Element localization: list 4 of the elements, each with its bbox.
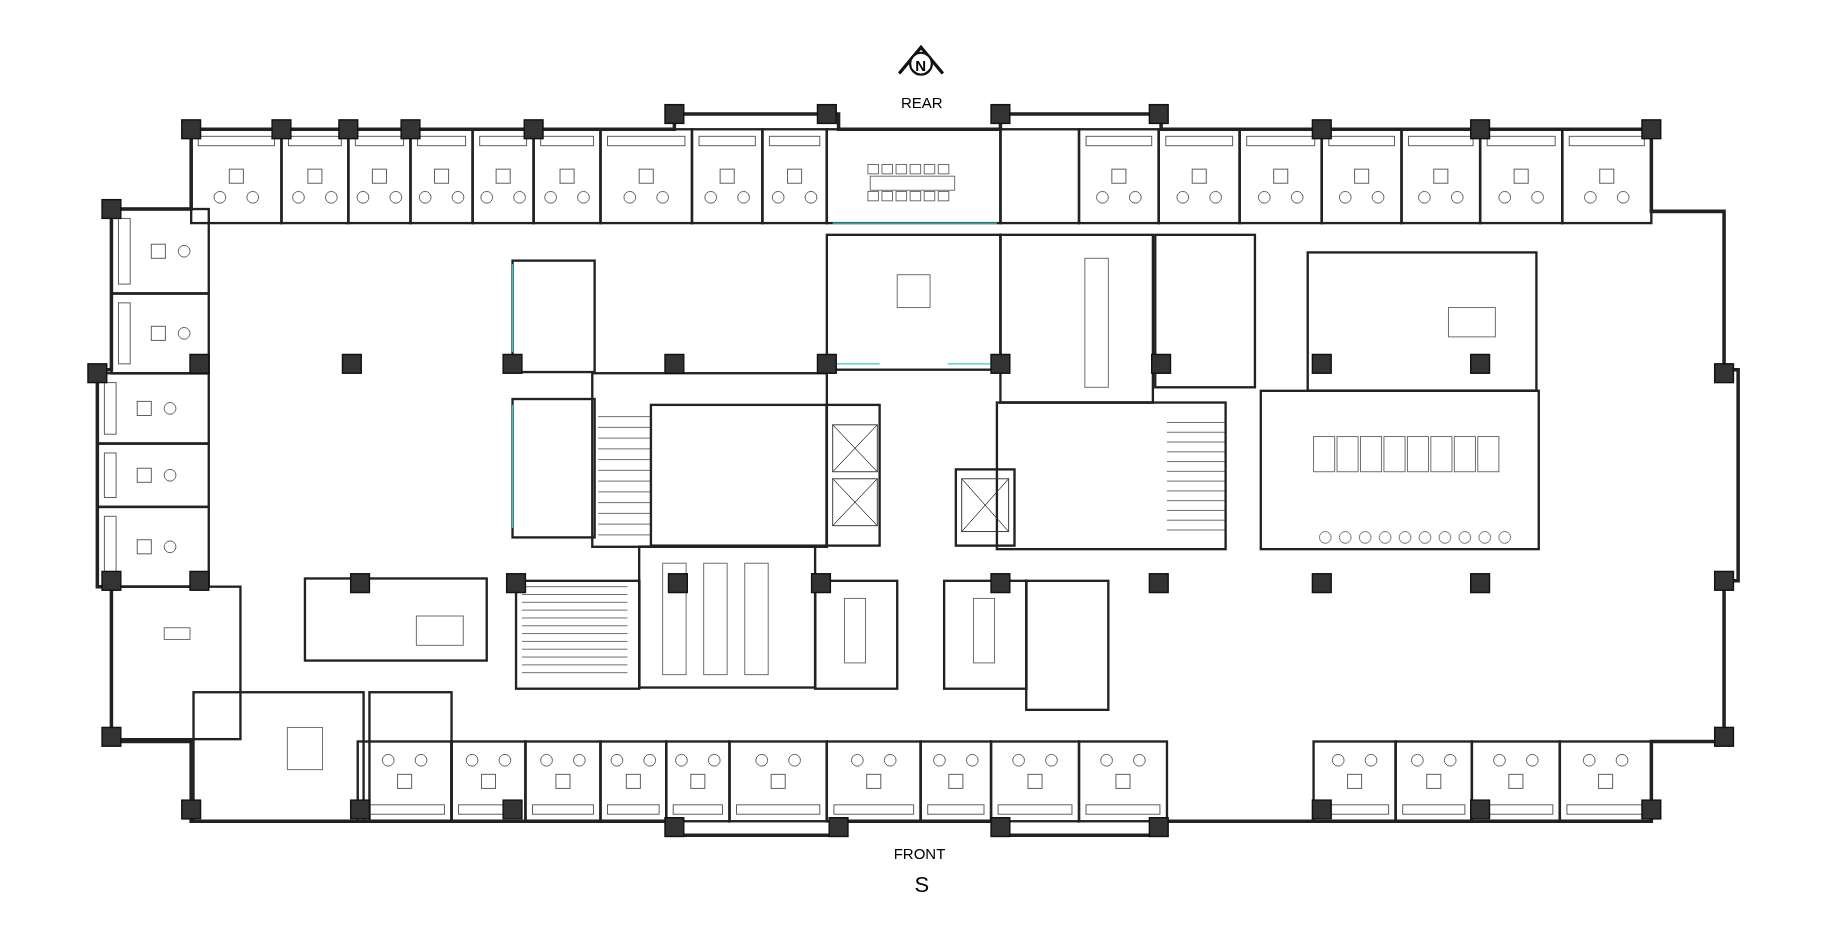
direction-label: FRONT bbox=[893, 845, 946, 861]
compass-label: N bbox=[915, 57, 927, 73]
compass-label: S bbox=[914, 873, 930, 896]
direction-label: REAR bbox=[901, 94, 943, 110]
